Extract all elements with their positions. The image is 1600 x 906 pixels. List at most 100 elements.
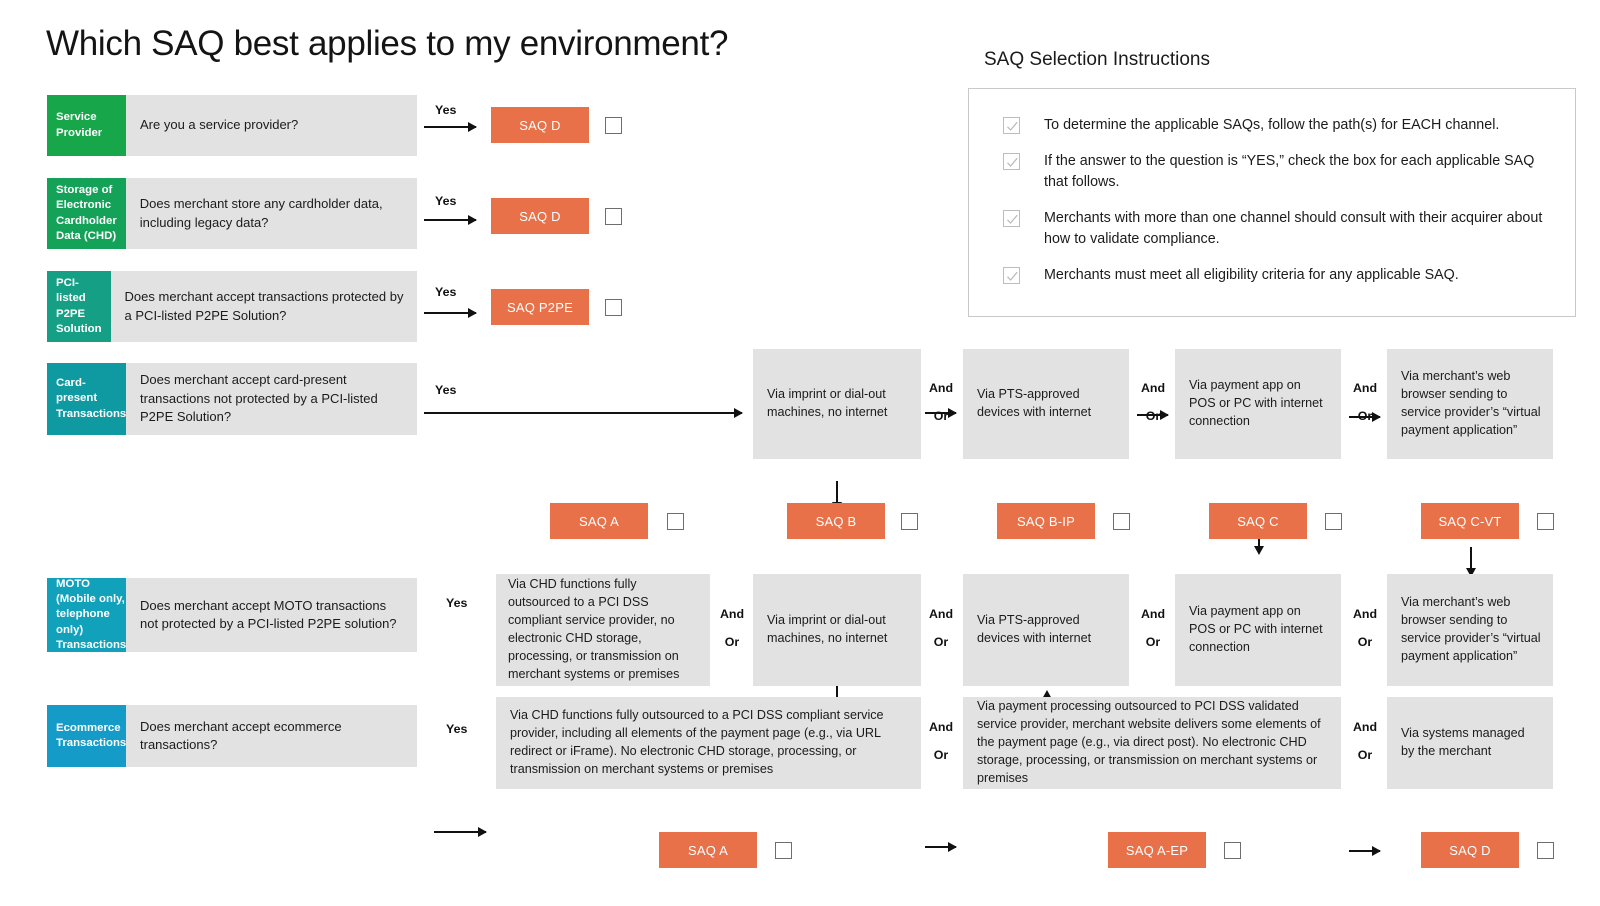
channel-box-moto-1: Via CHD functions fully outsourced to a … xyxy=(496,574,710,686)
question-p2pe: Does merchant accept transactions protec… xyxy=(110,271,417,342)
saq-checkbox-chd-storage[interactable] xyxy=(605,208,622,225)
checkmark-icon xyxy=(1003,117,1020,134)
or-label: Or xyxy=(1357,748,1373,762)
saq-checkbox-b[interactable] xyxy=(901,513,918,530)
instructions-heading: SAQ Selection Instructions xyxy=(984,49,1210,70)
saq-checkbox-p2pe[interactable] xyxy=(605,299,622,316)
arrow-p2pe-yes xyxy=(424,308,477,318)
row-chd-storage: Storage of Electronic Cardholder Data (C… xyxy=(47,178,417,249)
or-label: Or xyxy=(933,748,949,762)
or-label: Or xyxy=(933,635,949,649)
and-label: And xyxy=(928,607,954,621)
saq-checkbox-a-middle[interactable] xyxy=(667,513,684,530)
arrow-moto-2-3 xyxy=(925,842,957,852)
channel-box-moto-5: Via merchant’s web browser sending to se… xyxy=(1387,574,1553,686)
instruction-text: Merchants must meet all eligibility crit… xyxy=(1044,267,1459,284)
arrow-down-to-saq-b xyxy=(832,481,842,511)
channel-box-card-present-2: Via PTS-approved devices with internet xyxy=(963,349,1129,459)
and-label: And xyxy=(1140,381,1166,395)
arrow-moto-yes xyxy=(434,827,487,837)
saq-box-b-ip[interactable]: SAQ B-IP xyxy=(997,503,1095,539)
arrow-card-present-1-2 xyxy=(925,408,957,418)
instruction-text: Merchants with more than one channel sho… xyxy=(1044,210,1543,248)
arrow-card-present-3-4 xyxy=(1349,412,1381,422)
arrow-card-present-yes xyxy=(424,408,743,418)
channel-box-ecommerce-3: Via systems managed by the merchant xyxy=(1387,697,1553,789)
instructions-panel: To determine the applicable SAQs, follow… xyxy=(968,88,1576,317)
yes-label: Yes xyxy=(446,596,468,610)
saq-box-a-bottom[interactable]: SAQ A xyxy=(659,832,757,868)
saq-checkbox-a-bottom[interactable] xyxy=(775,842,792,859)
row-card-present: Card-present Transactions Does merchant … xyxy=(47,363,417,435)
or-label: Or xyxy=(724,635,740,649)
chip-p2pe: PCI-listed P2PE Solution xyxy=(47,271,111,342)
channel-box-ecommerce-1: Via CHD functions fully outsourced to a … xyxy=(496,697,921,789)
channel-box-ecommerce-2: Via payment processing outsourced to PCI… xyxy=(963,697,1341,789)
channel-box-moto-3: Via PTS-approved devices with internet xyxy=(963,574,1129,686)
or-label: Or xyxy=(1357,635,1373,649)
saq-box-p2pe[interactable]: SAQ P2PE xyxy=(491,289,589,325)
saq-box-b[interactable]: SAQ B xyxy=(787,503,885,539)
page-title: Which SAQ best applies to my environment… xyxy=(46,24,729,63)
yes-label: Yes xyxy=(446,722,468,736)
arrow-service-provider-yes xyxy=(424,122,477,132)
question-ecommerce: Does merchant accept ecommerce transacti… xyxy=(126,705,417,767)
and-label: And xyxy=(1352,720,1378,734)
question-service-provider: Are you a service provider? xyxy=(126,95,417,156)
channel-box-moto-4: Via payment app on POS or PC with intern… xyxy=(1175,574,1341,686)
question-card-present: Does merchant accept card-present transa… xyxy=(126,363,417,435)
chip-service-provider: Service Provider xyxy=(47,95,126,156)
channel-box-card-present-3: Via payment app on POS or PC with intern… xyxy=(1175,349,1341,459)
arrow-moto-4-5 xyxy=(1349,846,1381,856)
channel-box-card-present-4: Via merchant’s web browser sending to se… xyxy=(1387,349,1553,459)
saq-checkbox-a-ep[interactable] xyxy=(1224,842,1241,859)
or-label: Or xyxy=(933,409,949,423)
row-service-provider: Service Provider Are you a service provi… xyxy=(47,95,417,156)
instruction-item: To determine the applicable SAQs, follow… xyxy=(1003,115,1549,136)
yes-label: Yes xyxy=(435,103,457,117)
arrow-chd-storage-yes xyxy=(424,215,477,225)
and-label: And xyxy=(928,720,954,734)
checkmark-icon xyxy=(1003,267,1020,285)
saq-checkbox-service-provider[interactable] xyxy=(605,117,622,134)
saq-box-c-vt[interactable]: SAQ C-VT xyxy=(1421,503,1519,539)
saq-box-a-ep[interactable]: SAQ A-EP xyxy=(1108,832,1206,868)
saq-box-a-middle[interactable]: SAQ A xyxy=(550,503,648,539)
arrow-card-present-2-3 xyxy=(1137,410,1169,420)
instruction-text: To determine the applicable SAQs, follow… xyxy=(1044,117,1500,133)
and-label: And xyxy=(1352,381,1378,395)
yes-label: Yes xyxy=(435,383,457,397)
instruction-item: Merchants with more than one channel sho… xyxy=(1003,208,1549,250)
row-p2pe: PCI-listed P2PE Solution Does merchant a… xyxy=(47,271,417,342)
or-label: Or xyxy=(1145,409,1161,423)
yes-label: Yes xyxy=(435,194,457,208)
and-label: And xyxy=(928,381,954,395)
instruction-item: Merchants must meet all eligibility crit… xyxy=(1003,265,1549,286)
saq-box-service-provider[interactable]: SAQ D xyxy=(491,107,589,143)
chip-card-present: Card-present Transactions xyxy=(47,363,126,435)
saq-checkbox-c-vt[interactable] xyxy=(1537,513,1554,530)
chip-ecommerce: Ecommerce Transactions xyxy=(47,705,126,767)
chip-chd-storage: Storage of Electronic Cardholder Data (C… xyxy=(47,178,126,249)
arrow-down-to-saq-c-vt xyxy=(1466,547,1476,577)
saq-checkbox-d-bottom[interactable] xyxy=(1537,842,1554,859)
row-ecommerce: Ecommerce Transactions Does merchant acc… xyxy=(47,705,417,767)
saq-box-chd-storage[interactable]: SAQ D xyxy=(491,198,589,234)
yes-label: Yes xyxy=(435,285,457,299)
chip-moto: MOTO (Mobile only, telephone only) Trans… xyxy=(47,578,126,652)
saq-box-d-bottom[interactable]: SAQ D xyxy=(1421,832,1519,868)
saq-checkbox-c[interactable] xyxy=(1325,513,1342,530)
checkmark-icon xyxy=(1003,210,1020,228)
saq-box-c[interactable]: SAQ C xyxy=(1209,503,1307,539)
checkmark-icon xyxy=(1003,153,1020,171)
channel-box-moto-2: Via imprint or dial-out machines, no int… xyxy=(753,574,921,686)
question-moto: Does merchant accept MOTO transactions n… xyxy=(126,578,417,652)
and-label: And xyxy=(1352,607,1378,621)
and-label: And xyxy=(1140,607,1166,621)
channel-box-card-present-1: Via imprint or dial-out machines, no int… xyxy=(753,349,921,459)
or-label: Or xyxy=(1357,409,1373,423)
instruction-item: If the answer to the question is “YES,” … xyxy=(1003,151,1549,193)
saq-checkbox-b-ip[interactable] xyxy=(1113,513,1130,530)
or-label: Or xyxy=(1145,635,1161,649)
